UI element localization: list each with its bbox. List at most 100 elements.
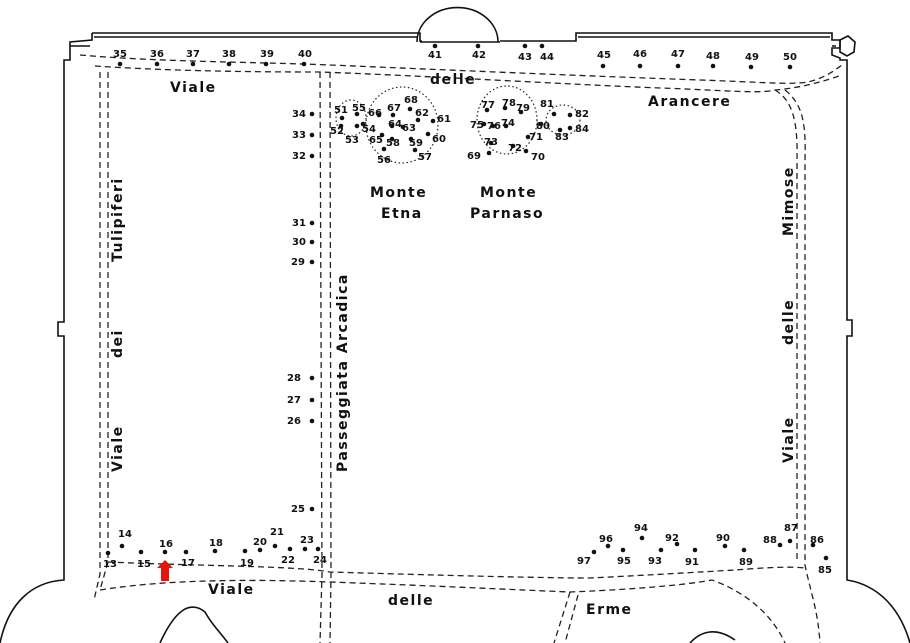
tree-dot-59 (408, 136, 414, 142)
tree-dot-70 (523, 148, 529, 154)
tree-number-13: 13 (103, 559, 117, 570)
tree-number-50: 50 (783, 52, 797, 63)
tree-number-94: 94 (634, 523, 648, 534)
tree-number-61: 61 (437, 114, 451, 125)
tree-number-65: 65 (369, 135, 383, 146)
tree-dot-97 (591, 549, 597, 555)
tree-dot-87 (787, 538, 793, 544)
tree-dot-60 (425, 131, 431, 137)
tree-number-85: 85 (818, 565, 832, 576)
tree-dot-77 (484, 107, 490, 113)
tree-dot-75 (481, 121, 487, 127)
tree-number-84: 84 (575, 124, 589, 135)
tree-number-72: 72 (508, 143, 522, 154)
tree-dot-28 (309, 375, 315, 381)
label-viale-arancere-3: Arancere (648, 94, 731, 110)
tree-number-79: 79 (516, 103, 530, 114)
tree-dot-45 (600, 63, 606, 69)
tree-number-92: 92 (665, 533, 679, 544)
tree-number-56: 56 (377, 155, 391, 166)
tree-dot-62 (415, 117, 421, 123)
tree-number-62: 62 (415, 108, 429, 119)
tree-number-28: 28 (287, 373, 301, 384)
tree-number-51: 51 (334, 105, 348, 116)
tree-number-93: 93 (648, 556, 662, 567)
tree-number-30: 30 (292, 237, 306, 248)
tree-number-19: 19 (240, 558, 254, 569)
tree-dot-18 (212, 548, 218, 554)
tree-dot-34 (309, 111, 315, 117)
tree-number-45: 45 (597, 50, 611, 61)
tree-dot-79 (518, 109, 524, 115)
tree-number-80: 80 (536, 121, 550, 132)
tree-number-74: 74 (501, 118, 515, 129)
tree-number-40: 40 (298, 49, 312, 60)
tree-number-34: 34 (292, 109, 306, 120)
tree-number-33: 33 (292, 130, 306, 141)
tree-number-86: 86 (810, 535, 824, 546)
label-monte-etna-2: Etna (381, 206, 423, 222)
tree-number-39: 39 (260, 49, 274, 60)
tree-dot-74 (503, 123, 509, 129)
tree-dot-95 (620, 547, 626, 553)
tree-dot-71 (525, 134, 531, 140)
tree-dot-78 (502, 105, 508, 111)
tree-dot-16 (162, 549, 168, 555)
tree-dot-63 (400, 124, 406, 130)
label-viale-tulipiferi-2: dei (110, 329, 126, 358)
tree-dot-37 (190, 61, 196, 67)
label-viale-arancere-1: Viale (170, 80, 217, 96)
tree-number-25: 25 (291, 504, 305, 515)
label-viale-tulipiferi-1: Viale (110, 425, 126, 472)
tree-dot-81 (551, 111, 557, 117)
tree-markers: 1314151617181920212223242526272829303132… (103, 43, 832, 576)
label-viale-arancere-2: delle (430, 72, 476, 88)
tree-dot-15 (138, 549, 144, 555)
tree-dot-80 (538, 121, 544, 127)
tree-number-73: 73 (484, 137, 498, 148)
tree-dot-38 (226, 61, 232, 67)
tree-dot-24 (315, 546, 321, 552)
tree-number-47: 47 (671, 49, 685, 60)
tree-number-70: 70 (531, 152, 545, 163)
tree-dot-48 (710, 63, 716, 69)
tree-number-77: 77 (481, 100, 495, 111)
tree-number-49: 49 (745, 52, 759, 63)
tree-dot-46 (637, 63, 643, 69)
highlight-layer (157, 560, 173, 581)
label-passeggiata-arcadica: Passeggiata Arcadica (335, 273, 351, 472)
tree-dot-50 (787, 64, 793, 70)
tree-number-57: 57 (418, 152, 432, 163)
tree-number-18: 18 (209, 538, 223, 549)
tree-number-32: 32 (292, 151, 306, 162)
tree-number-67: 67 (387, 103, 401, 114)
tree-number-37: 37 (186, 49, 200, 60)
tree-dot-23 (302, 546, 308, 552)
tree-dot-56 (381, 146, 387, 152)
tree-number-66: 66 (368, 108, 382, 119)
tree-number-78: 78 (502, 98, 516, 109)
tree-dot-90 (722, 543, 728, 549)
tree-dot-73 (488, 140, 494, 146)
tree-dot-88 (777, 542, 783, 548)
tree-number-35: 35 (113, 49, 127, 60)
monte-etna-outline (365, 86, 439, 164)
tree-dot-55 (354, 111, 360, 117)
label-monte-parnaso-2: Parnaso (470, 206, 544, 222)
tree-dot-20 (257, 547, 263, 553)
tree-dot-39 (263, 61, 269, 67)
tree-number-95: 95 (617, 556, 631, 567)
tree-number-17: 17 (181, 558, 195, 569)
tree-number-55: 55 (352, 103, 366, 114)
label-viale-tulipiferi-3: Tulipiferi (110, 177, 126, 262)
monte-etna-small-outline (335, 99, 367, 137)
tree-number-21: 21 (270, 527, 284, 538)
tree-dot-31 (309, 220, 315, 226)
garden-paths (79, 54, 843, 643)
tree-dot-82 (567, 112, 573, 118)
tree-number-97: 97 (577, 556, 591, 567)
tree-number-81: 81 (540, 99, 554, 110)
tree-dot-64 (389, 123, 395, 129)
tree-dot-91 (692, 547, 698, 553)
